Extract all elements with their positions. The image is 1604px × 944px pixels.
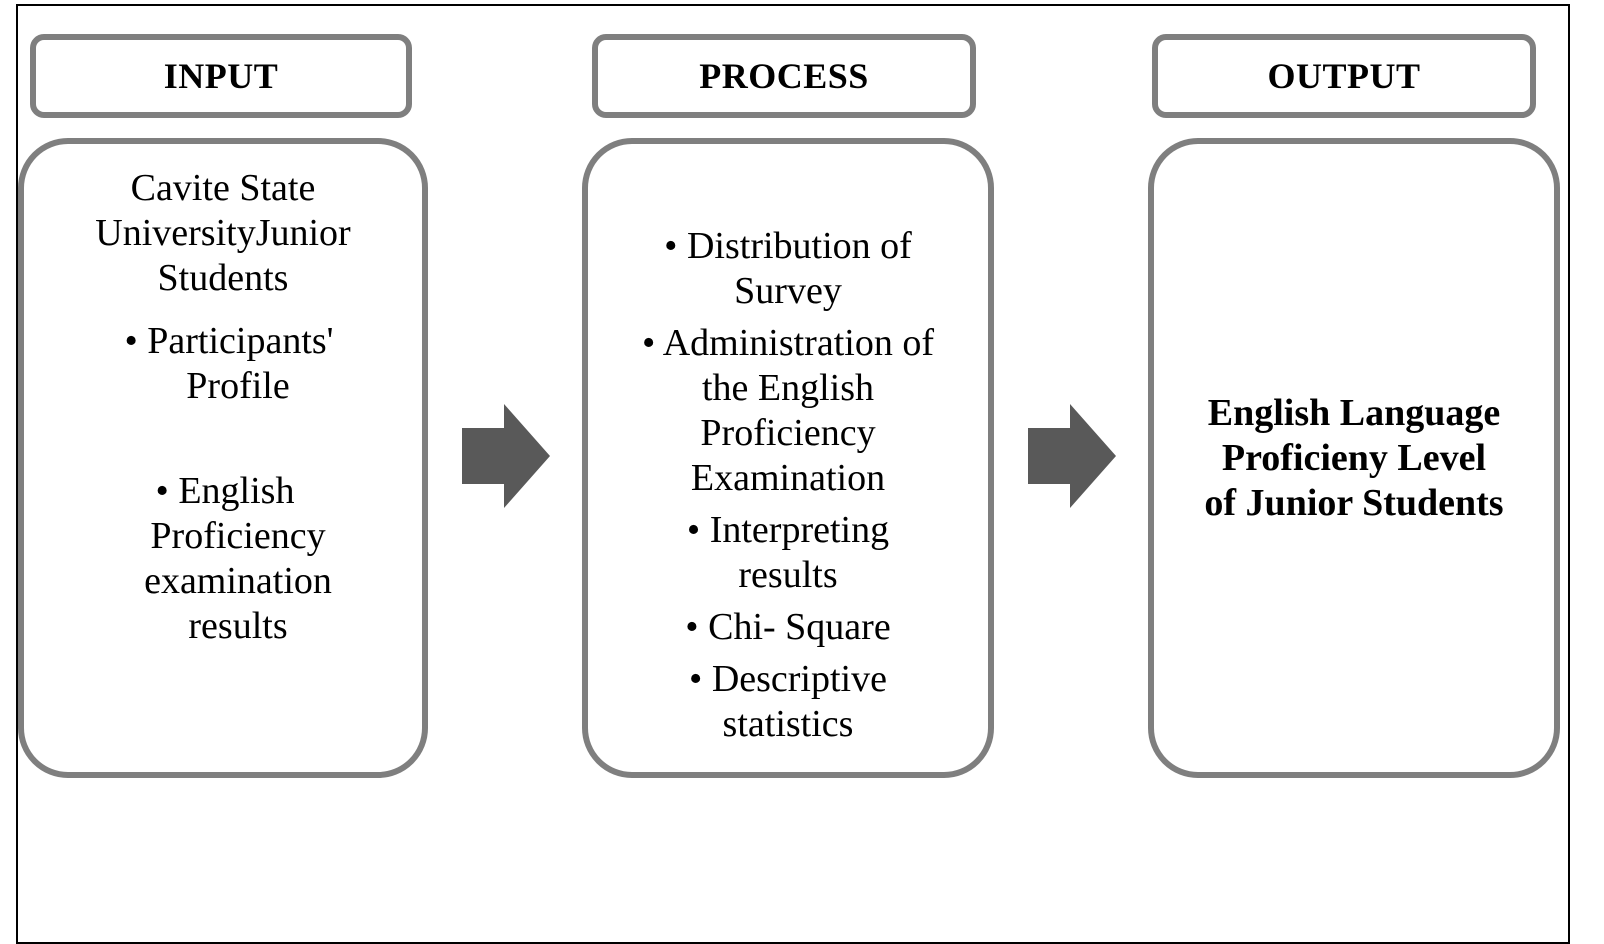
process-bullet: • Administration of (642, 322, 934, 364)
process-header: PROCESS (592, 34, 976, 118)
output-box: English Language Proficieny Level of Jun… (1148, 138, 1560, 778)
input-line: examination (144, 560, 332, 602)
input-bullet: • English (155, 470, 295, 512)
input-box: Cavite State UniversityJunior Students •… (18, 138, 428, 778)
input-line: Profile (186, 365, 290, 407)
process-line: Examination (690, 457, 886, 499)
right-arrow-icon (462, 404, 550, 508)
process-box: • Distribution of Survey • Administratio… (582, 138, 994, 778)
process-bullet: • Distribution of (664, 225, 912, 267)
output-line: English Language (1207, 391, 1501, 434)
input-header: INPUT (30, 34, 412, 118)
input-line: Proficiency (150, 515, 326, 557)
output-line: of Junior Students (1204, 481, 1504, 524)
process-line: results (738, 554, 838, 596)
process-bullet: • Descriptive (689, 658, 887, 700)
process-line: the English (701, 367, 875, 409)
right-arrow-icon (1028, 404, 1116, 508)
process-line: Survey (734, 270, 842, 312)
process-line: statistics (722, 703, 854, 745)
input-line: UniversityJunior (95, 212, 351, 254)
process-bullet: • Chi- Square (685, 606, 891, 648)
input-line: results (188, 605, 288, 647)
input-line: Students (157, 257, 289, 299)
process-line: Proficiency (700, 412, 876, 454)
process-bullet: • Interpreting (686, 509, 890, 551)
input-line: Cavite State (130, 167, 316, 209)
output-header: OUTPUT (1152, 34, 1536, 118)
input-bullet: • Participants' (124, 320, 334, 362)
output-line: Proficieny Level (1221, 436, 1487, 479)
